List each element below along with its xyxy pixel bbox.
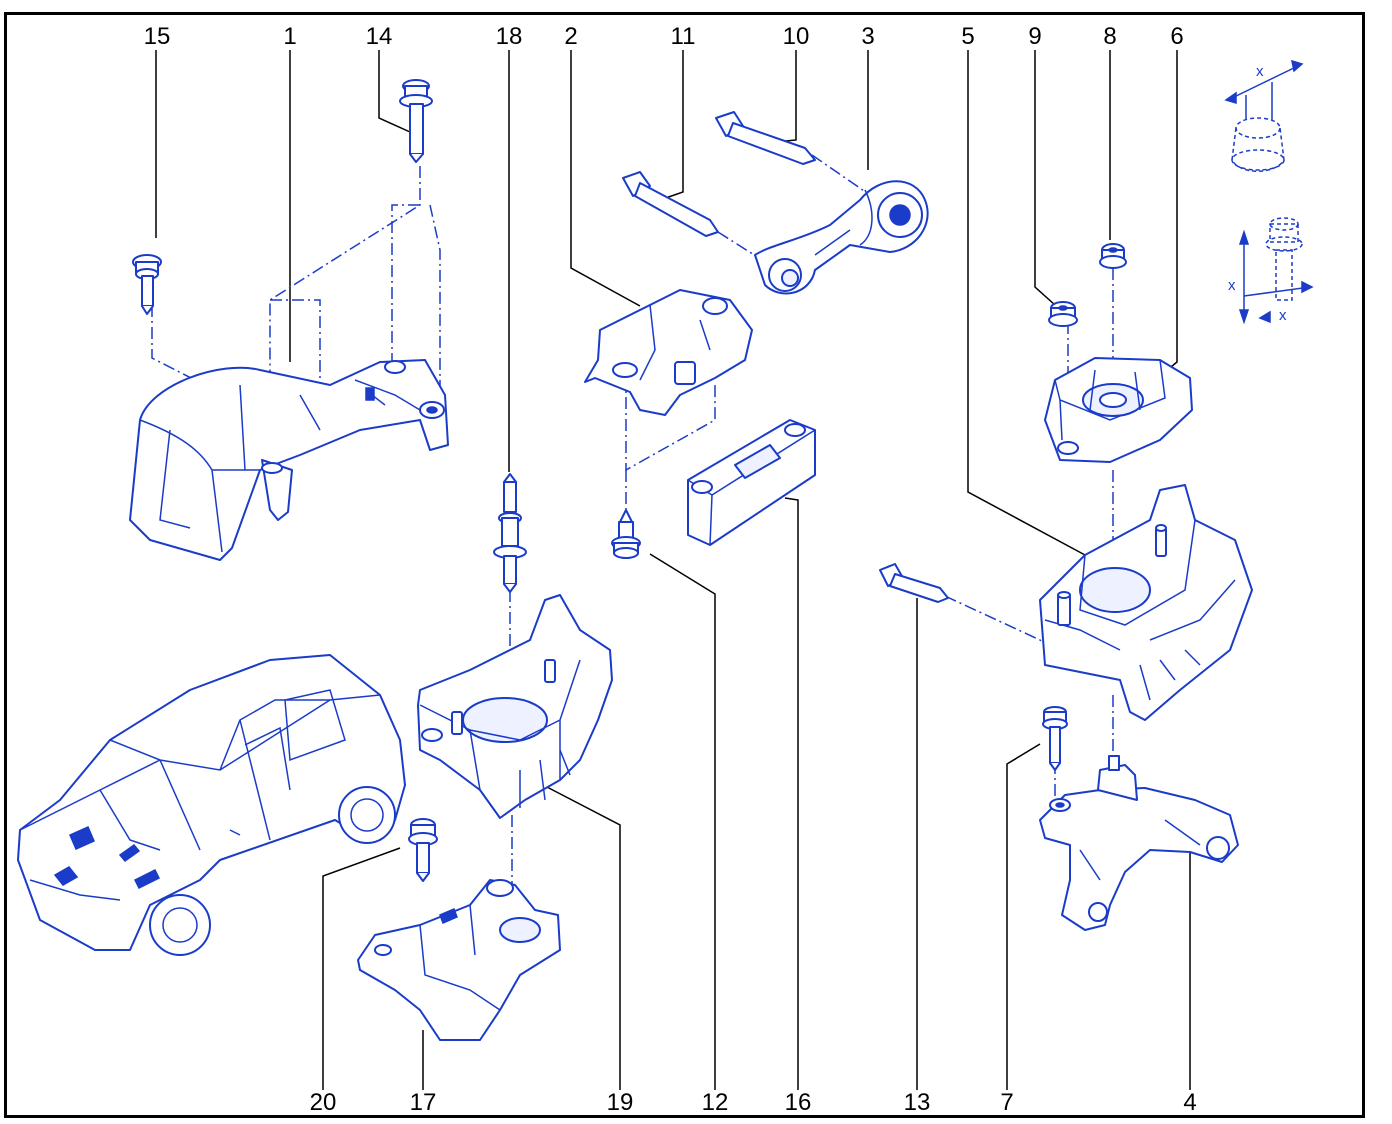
callout-8: 8 (1103, 23, 1116, 50)
diagram-frame (4, 12, 1365, 1118)
callout-17: 17 (410, 1089, 437, 1116)
callout-1: 1 (283, 23, 296, 50)
callout-4: 4 (1183, 1089, 1196, 1116)
nut-8 (1099, 243, 1127, 269)
stud-bolt-18 (493, 473, 527, 593)
callout-5: 5 (961, 23, 974, 50)
nut-legend: x (1224, 59, 1304, 172)
bolt-legend: x x (1228, 217, 1314, 325)
callout-12: 12 (702, 1089, 729, 1116)
callout-7: 7 (1000, 1089, 1013, 1116)
callout-14: 14 (366, 23, 393, 50)
callout-11: 11 (671, 23, 696, 50)
callout-19: 19 (607, 1089, 634, 1116)
lower-bracket-4 (1039, 755, 1239, 931)
bolt-10 (715, 111, 816, 165)
callout-6: 6 (1170, 23, 1183, 50)
mount-support-5 (1039, 484, 1253, 721)
bolt-7 (1042, 706, 1068, 771)
link-16 (687, 419, 816, 546)
mount-bracket-2 (584, 289, 753, 416)
tightening-legend: x x x (1224, 59, 1314, 325)
callout-15: 15 (144, 23, 171, 50)
callout-20: 20 (310, 1089, 337, 1116)
gearbox-bracket-17 (357, 879, 561, 1041)
engine-mount-bracket-1 (129, 359, 449, 561)
nut-x-label: x (1256, 63, 1264, 80)
bolt-14 (399, 79, 433, 163)
bolt-15 (132, 254, 162, 315)
torque-rod-3 (754, 180, 929, 295)
callout-2: 2 (564, 23, 577, 50)
nut-9 (1048, 301, 1078, 327)
vehicle-illustration (17, 654, 406, 956)
bolt-13 (879, 563, 949, 603)
callout-13: 13 (904, 1089, 931, 1116)
bolt-x-label-vertical: x (1228, 277, 1236, 294)
bolt-x-label-horizontal: x (1279, 307, 1287, 324)
bolt-11 (622, 171, 719, 237)
bolt-20 (408, 818, 438, 882)
callout-18: 18 (496, 23, 523, 50)
gearbox-bracket-19 (417, 594, 613, 819)
leader-lines (155, 50, 1191, 1090)
callout-3: 3 (861, 23, 874, 50)
rubber-mount-6 (1044, 357, 1193, 463)
callout-10: 10 (783, 23, 810, 50)
callout-16: 16 (785, 1089, 812, 1116)
callout-9: 9 (1028, 23, 1041, 50)
bolt-12 (611, 509, 641, 559)
